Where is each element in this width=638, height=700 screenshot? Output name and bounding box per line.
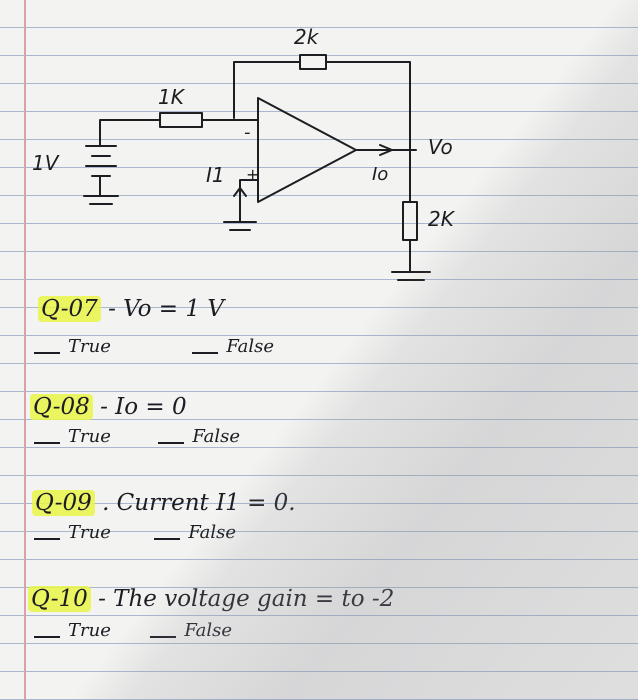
question-08-false[interactable]: False [192, 426, 240, 447]
question-10-false-blank[interactable] [150, 636, 177, 638]
current-out-label: Io [372, 164, 388, 185]
i1-arrow [233, 187, 247, 211]
question-10-true-blank[interactable] [34, 636, 60, 638]
question-09: Q-09 . Current I1 = 0. [32, 490, 296, 516]
feedback-wire-right [325, 61, 411, 151]
question-10: Q-10 - The voltage gain = to -2 [28, 586, 394, 612]
io-arrow [379, 144, 393, 156]
question-09-true[interactable]: True [68, 522, 111, 543]
question-09-false-blank[interactable] [154, 538, 181, 540]
circuit-diagram: 2k 1K 1V - + I1 Io Vo 2K [32, 25, 456, 281]
load-resistor [402, 201, 418, 241]
question-10-id: Q-10 [28, 586, 91, 612]
question-08-id: Q-08 [30, 394, 93, 420]
output-label: Vo [428, 135, 453, 159]
question-07-true[interactable]: True [68, 336, 111, 357]
question-08-text: - Io = 0 [100, 394, 187, 420]
input-resistor-label: 1K [158, 85, 186, 109]
question-07-id: Q-07 [38, 296, 101, 322]
question-10-text: - The voltage gain = to -2 [98, 586, 395, 612]
question-09-options: True False [34, 522, 236, 543]
question-08-options: True False [34, 426, 240, 447]
question-07: Q-07 - Vo = 1 V [38, 296, 224, 322]
question-08-true[interactable]: True [68, 426, 111, 447]
opamp-triangle [257, 97, 357, 203]
question-09-false[interactable]: False [188, 522, 236, 543]
question-07-text: - Vo = 1 V [108, 296, 224, 322]
load-resistor-label: 2K [428, 207, 456, 231]
question-10-true[interactable]: True [68, 620, 111, 641]
question-08: Q-08 - Io = 0 [30, 394, 187, 420]
source-label: 1V [32, 151, 60, 175]
feedback-wire-left [233, 61, 301, 119]
opamp-minus-sign: - [244, 122, 251, 143]
plus-input-wire [239, 179, 259, 223]
question-09-id: Q-09 [32, 490, 95, 516]
question-08-false-blank[interactable] [158, 442, 185, 444]
question-07-false[interactable]: False [226, 336, 274, 357]
question-07-options: True False [34, 336, 274, 357]
opamp-plus-sign: + [246, 165, 259, 184]
question-09-true-blank[interactable] [34, 538, 60, 540]
margin-line [24, 0, 26, 700]
question-08-true-blank[interactable] [34, 442, 60, 444]
input-wire-left [99, 119, 161, 129]
input-resistor [159, 112, 203, 128]
feedback-resistor [299, 54, 327, 70]
question-07-false-blank[interactable] [192, 352, 219, 354]
question-09-text: . Current I1 = 0. [102, 490, 296, 516]
current-in-label: I1 [206, 163, 225, 187]
question-10-false[interactable]: False [184, 620, 232, 641]
feedback-resistor-label: 2k [294, 25, 320, 49]
question-10-options: True False [34, 620, 232, 641]
question-07-true-blank[interactable] [34, 352, 60, 354]
